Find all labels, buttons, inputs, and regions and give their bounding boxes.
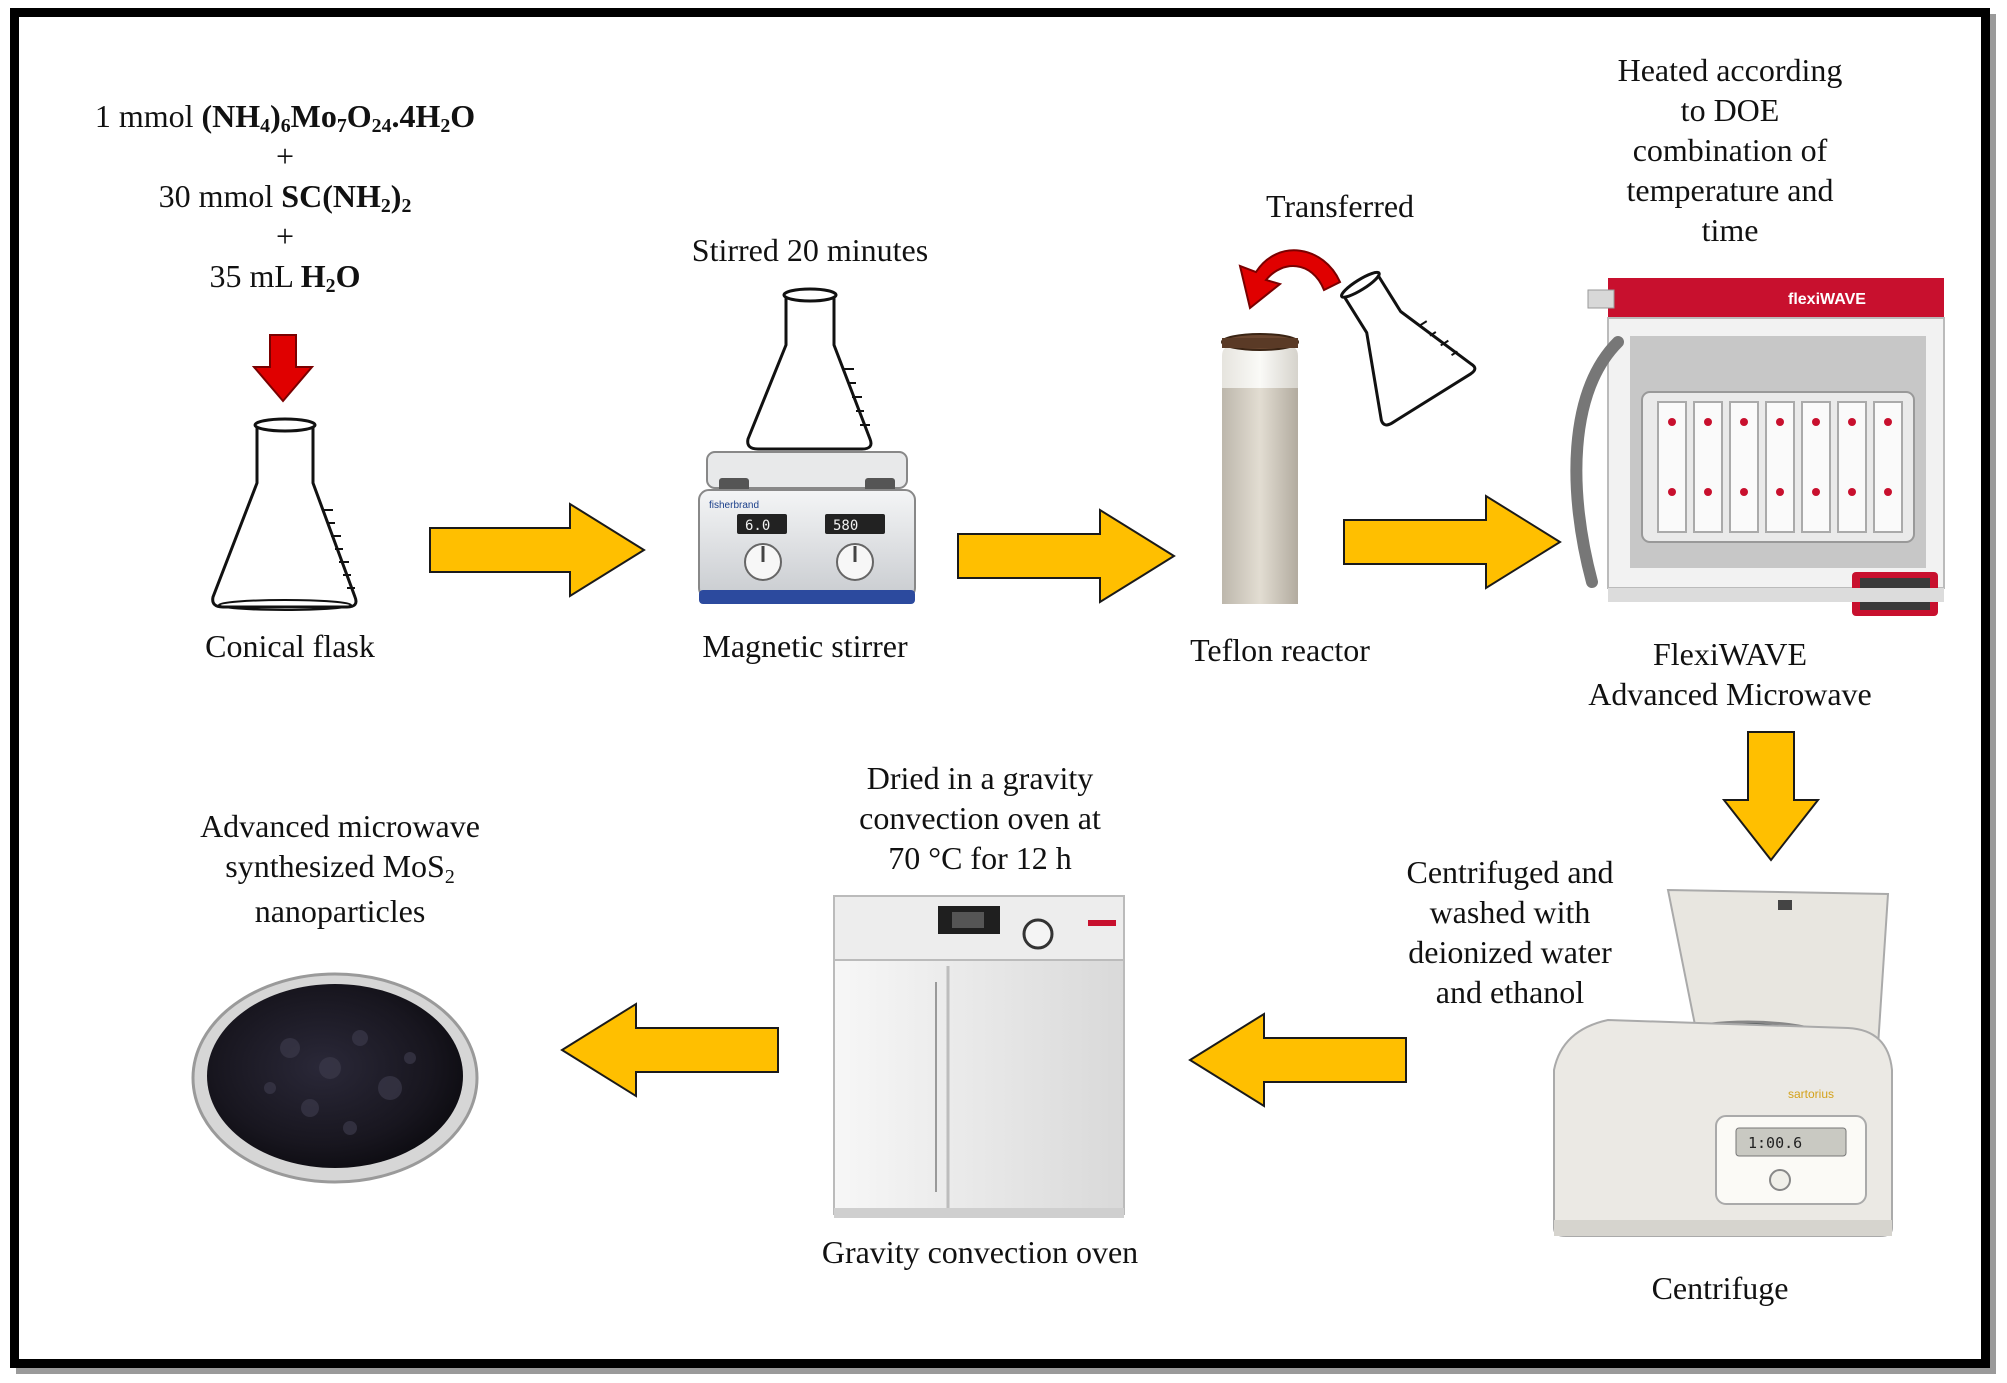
dried-label: Dried in a gravity convection oven at 70…: [859, 760, 1101, 876]
reagent-line-2: 30 mmol SC(NH2)2: [158, 178, 412, 217]
magnetic-stirrer-icon: fisherbrand 6.0 580: [698, 451, 916, 604]
centrifuge-label: Centrifuge: [1651, 1270, 1789, 1306]
stirrer-brand-text: fisherbrand: [709, 500, 759, 511]
transfer-curved-arrow: [1238, 249, 1342, 310]
tilted-flask-icon: [1340, 270, 1477, 427]
flexiwave-microwave-icon: flexiWAVE: [1570, 278, 1945, 616]
reagent-line-1: 1 mmol (NH4)6Mo7O24.4H2O: [94, 98, 476, 137]
gravity-convection-oven-icon: [833, 895, 1125, 1218]
centrifuge-display: 1:00.6: [1748, 1134, 1802, 1152]
plus-sign-2: +: [275, 218, 295, 254]
oven-label: Gravity convection oven: [821, 1234, 1139, 1270]
red-down-arrow: [251, 334, 315, 403]
stirrer-display-left: 6.0: [745, 518, 770, 534]
centrifuge-icon: sartorius 1:00.6: [1553, 888, 1893, 1237]
centrifuged-label: Centrifuged and washed with deionized wa…: [1406, 854, 1614, 1010]
conical-flask-label: Conical flask: [205, 628, 375, 664]
process-arrow-right-2: [957, 508, 1176, 604]
stirrer-display-right: 580: [833, 518, 858, 534]
heated-label: Heated according to DOE combination of t…: [1617, 52, 1843, 248]
product-title: Advanced microwave synthesized MoS2 nano…: [200, 808, 480, 929]
flask-on-stirrer-icon: [746, 287, 873, 451]
teflon-reactor-label: Teflon reactor: [1190, 632, 1370, 668]
magnetic-stirrer-label: Magnetic stirrer: [702, 628, 908, 664]
microwave-brand-text: flexiWAVE: [1788, 291, 1866, 308]
process-arrow-right-1: [429, 502, 646, 598]
process-arrow-left-1: [1188, 1012, 1407, 1108]
transferred-label: Transferred: [1265, 188, 1415, 224]
process-arrow-left-2: [560, 1002, 779, 1098]
plus-sign-1: +: [275, 138, 295, 174]
process-arrow-down: [1721, 731, 1821, 862]
teflon-reactor-icon: [1221, 333, 1299, 604]
microwave-label: FlexiWAVE Advanced Microwave: [1588, 636, 1872, 712]
process-arrow-right-3: [1343, 494, 1562, 590]
reagent-line-3: 35 mL H2O: [209, 258, 361, 297]
mos2-nanoparticles-image: [191, 972, 479, 1184]
centrifuge-brand-text: sartorius: [1788, 1087, 1834, 1101]
stirred-label: Stirred 20 minutes: [691, 232, 929, 268]
conical-flask-icon: [211, 417, 358, 611]
